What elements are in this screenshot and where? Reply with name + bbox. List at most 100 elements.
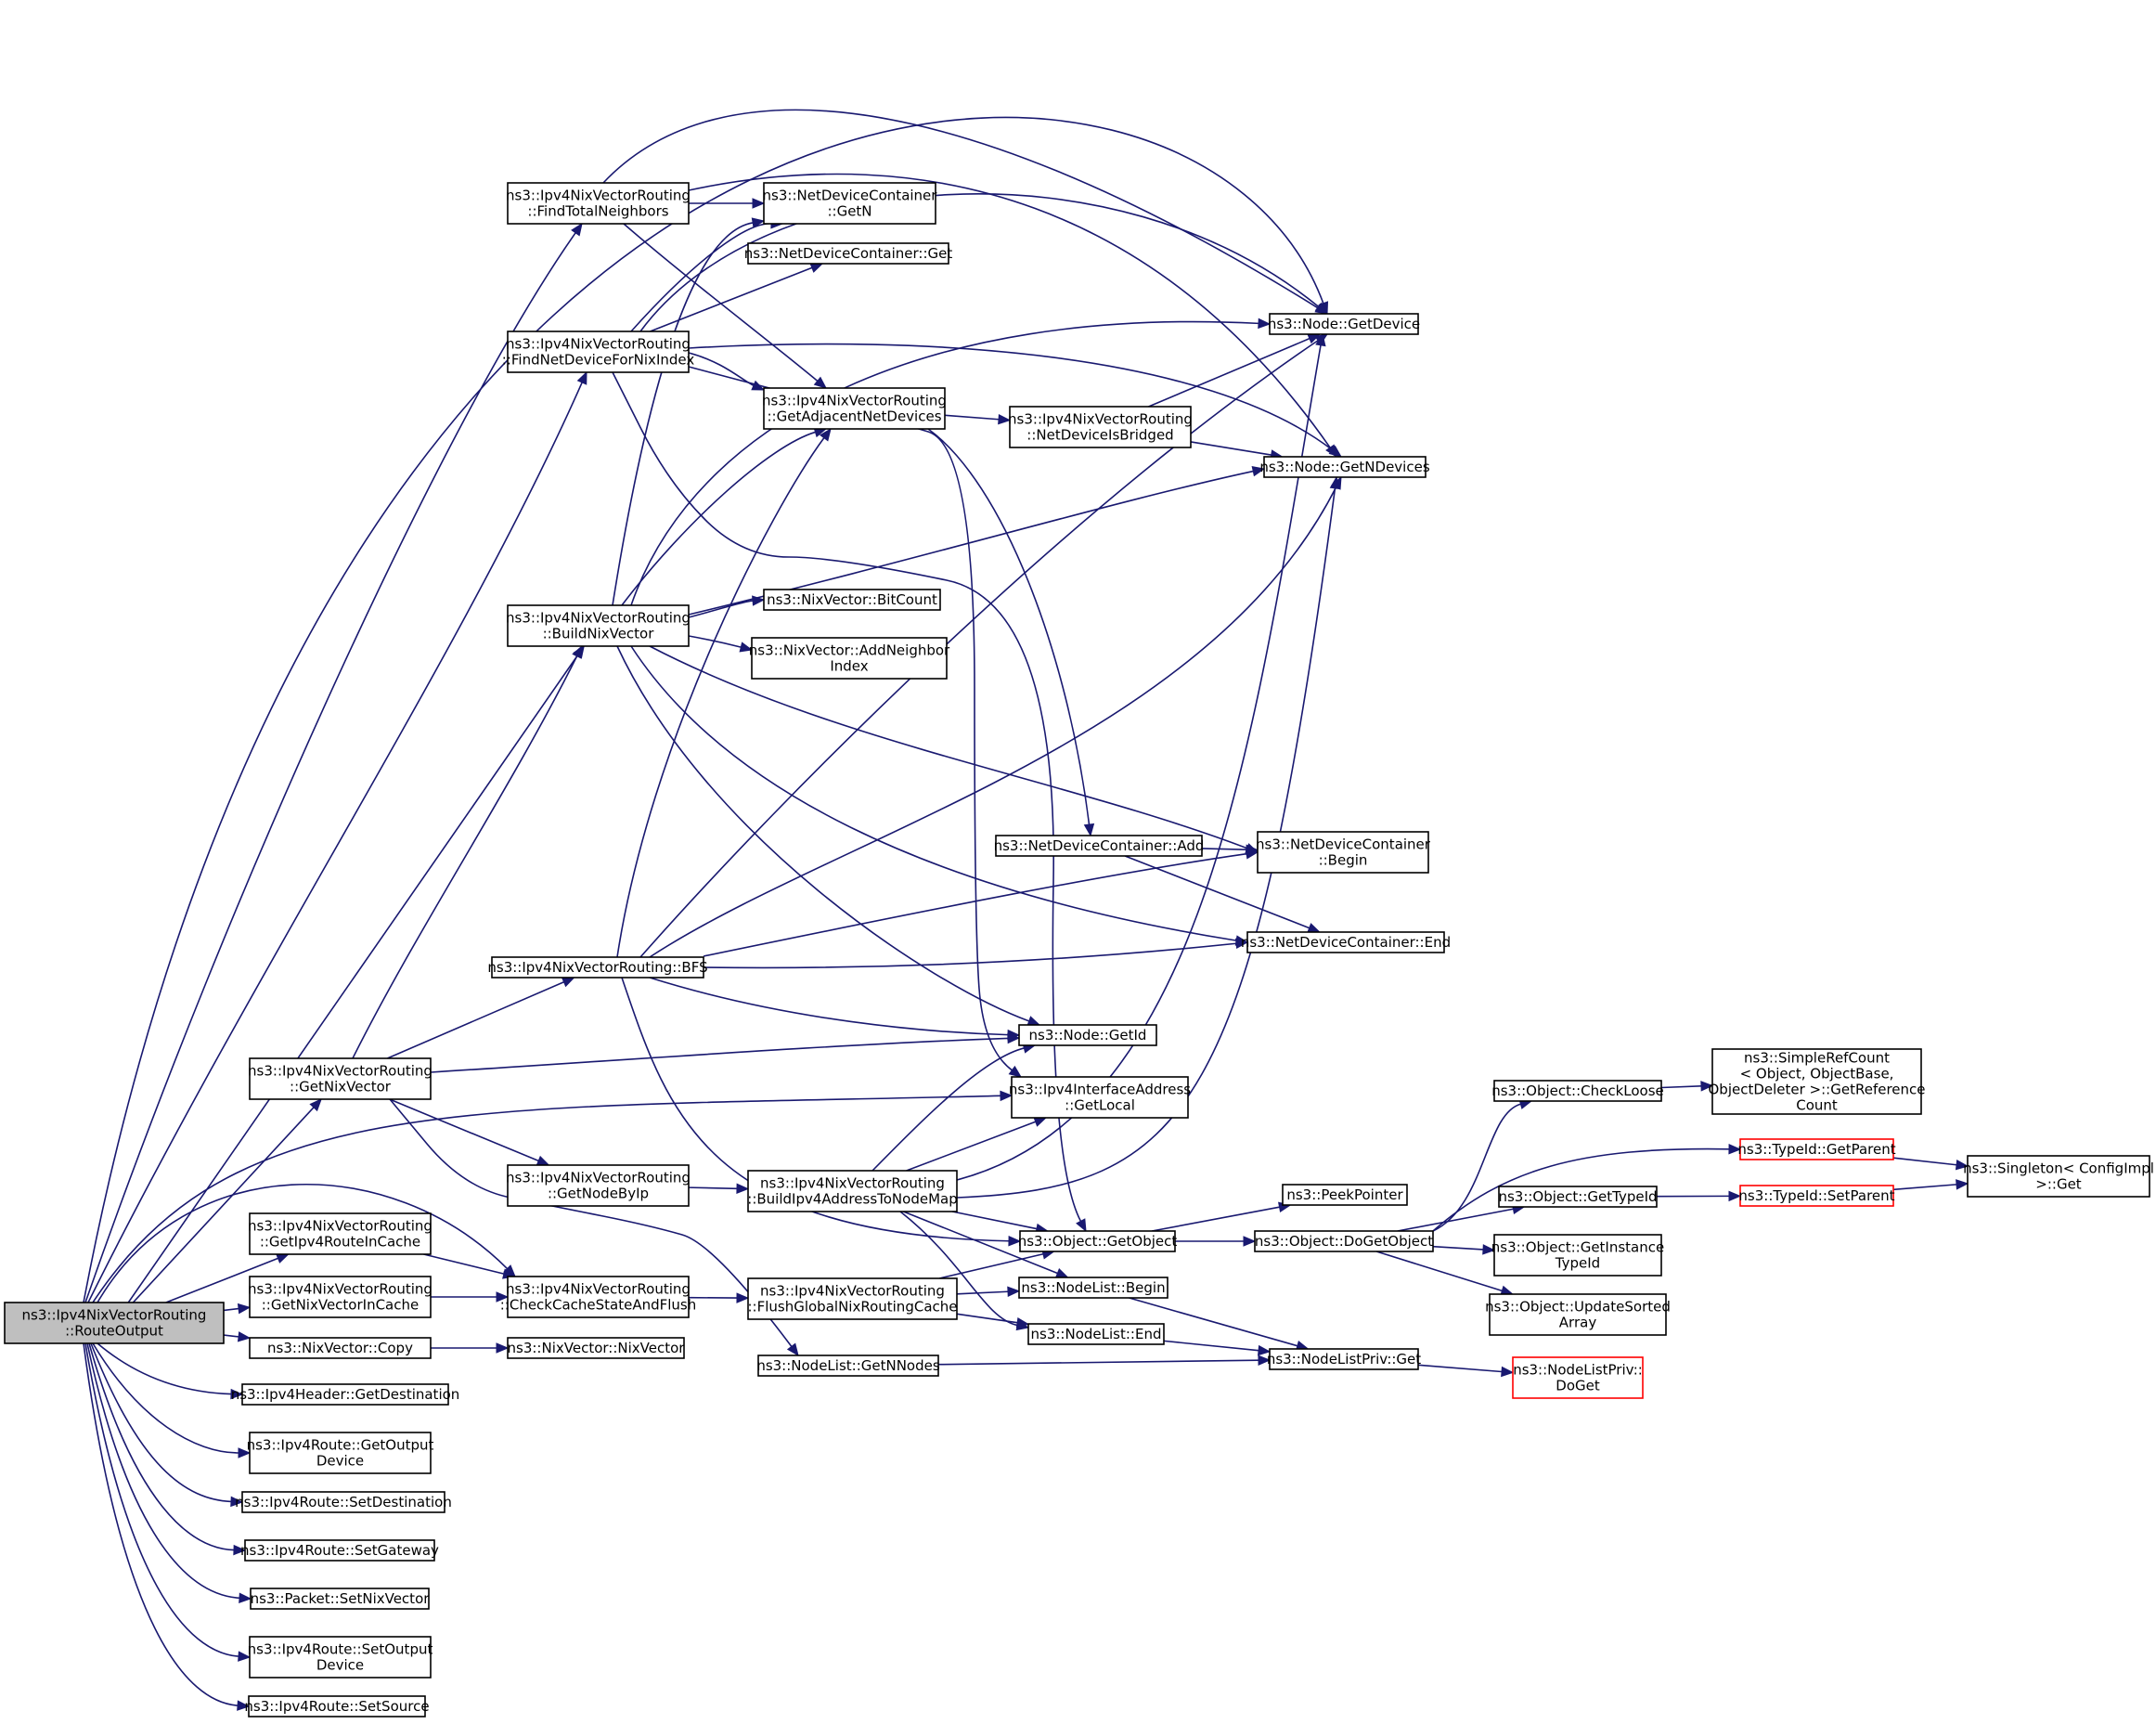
node-label-line: ::RouteOutput bbox=[65, 1323, 163, 1340]
node-label-line: ::Begin bbox=[1319, 852, 1368, 869]
node-find-total-neighbors[interactable]: ns3::Ipv4NixVectorRouting::FindTotalNeig… bbox=[506, 182, 691, 225]
node-route-output[interactable]: ns3::Ipv4NixVectorRouting::RouteOutput bbox=[4, 1302, 225, 1344]
node-label-line: ns3::NodeList::End bbox=[1031, 1326, 1162, 1342]
node-check-cache-state-and-flush[interactable]: ns3::Ipv4NixVectorRouting::CheckCacheSta… bbox=[500, 1276, 697, 1318]
node-label-line: ns3::Ipv4NixVectorRouting bbox=[760, 1283, 945, 1300]
node-label-line: ObjectDeleter >::GetReference bbox=[1708, 1082, 1925, 1098]
node-net-device-is-bridged[interactable]: ns3::Ipv4NixVectorRouting::NetDeviceIsBr… bbox=[1008, 406, 1193, 448]
node-label-line: DoGet bbox=[1556, 1378, 1600, 1394]
node-label-line: ns3::TypeId::SetParent bbox=[1738, 1187, 1894, 1204]
edge-ndc_add-to-ndc_end bbox=[1124, 855, 1322, 933]
node-label-line: ::GetNixVectorInCache bbox=[262, 1297, 419, 1314]
node-box bbox=[1711, 1048, 1922, 1115]
node-build-ipv4-address-to-node-map[interactable]: ns3::Ipv4NixVectorRouting::BuildIpv4Addr… bbox=[747, 1170, 958, 1212]
node-find-net-device-for-nix-index[interactable]: ns3::Ipv4NixVectorRouting::FindNetDevice… bbox=[502, 331, 695, 373]
node-node-get-device[interactable]: ns3::Node::GetDevice bbox=[1268, 313, 1420, 335]
node-get-adjacent-net-devices[interactable]: ns3::Ipv4NixVectorRouting::GetAdjacentNe… bbox=[762, 387, 947, 430]
node-ipv4-header-get-destination[interactable]: ns3::Ipv4Header::GetDestination bbox=[231, 1383, 460, 1406]
node-object-get-object[interactable]: ns3::Object::GetObject bbox=[1018, 1230, 1178, 1252]
node-get-ipv4-route-in-cache[interactable]: ns3::Ipv4NixVectorRouting::GetIpv4RouteI… bbox=[248, 1212, 432, 1255]
node-ipv4-route-set-source[interactable]: ns3::Ipv4Route::SetSource bbox=[244, 1695, 430, 1718]
node-object-do-get-object[interactable]: ns3::Object::DoGetObject bbox=[1254, 1230, 1434, 1252]
node-nix-vector-copy[interactable]: ns3::NixVector::Copy bbox=[249, 1337, 432, 1359]
node-bfs[interactable]: ns3::Ipv4NixVectorRouting::BFS bbox=[487, 956, 708, 979]
node-type-id-get-parent[interactable]: ns3::TypeId::GetParent bbox=[1737, 1138, 1896, 1160]
node-flush-global-nix-routing-cache[interactable]: ns3::Ipv4NixVectorRouting::FlushGlobalNi… bbox=[747, 1277, 958, 1320]
node-nix-vector-bit-count[interactable]: ns3::NixVector::BitCount bbox=[763, 589, 941, 611]
edge-get_nix_vector-to-node_list_get_n_nodes bbox=[389, 1098, 799, 1357]
node-ndc-add[interactable]: ns3::NetDeviceContainer::Add bbox=[994, 835, 1205, 857]
node-type-id-set-parent[interactable]: ns3::TypeId::SetParent bbox=[1738, 1185, 1895, 1207]
edge-type_id_set_parent-to-singleton_config_impl_get bbox=[1892, 1179, 1969, 1191]
edge-build_ipv4_address_to_node_map-to-ipv4_interface_address_get_local bbox=[906, 1117, 1048, 1172]
node-box bbox=[1269, 313, 1419, 335]
node-ndc-begin[interactable]: ns3::NetDeviceContainer::Begin bbox=[1256, 831, 1431, 874]
node-label-line: < Object, ObjectBase, bbox=[1740, 1066, 1894, 1082]
node-peek-pointer[interactable]: ns3::PeekPointer bbox=[1282, 1184, 1408, 1206]
edge-find_total_neighbors-to-ndc_get_n bbox=[689, 198, 766, 209]
node-object-check-loose[interactable]: ns3::Object::CheckLoose bbox=[1491, 1080, 1664, 1102]
node-build-nix-vector[interactable]: ns3::Ipv4NixVectorRouting::BuildNixVecto… bbox=[506, 604, 691, 647]
node-label-line: TypeId bbox=[1555, 1255, 1600, 1272]
node-get-nix-vector-in-cache[interactable]: ns3::Ipv4NixVectorRouting::GetNixVectorI… bbox=[248, 1276, 432, 1318]
edge-object_check_loose-to-simple_ref_count_get_reference_count bbox=[1660, 1081, 1714, 1092]
node-box bbox=[1009, 406, 1192, 448]
edge-get_node_by_ip-to-build_ipv4_address_to_node_map bbox=[688, 1183, 750, 1195]
node-ndc-end[interactable]: ns3::NetDeviceContainer::End bbox=[1241, 931, 1451, 953]
node-node-get-n-devices[interactable]: ns3::Node::GetNDevices bbox=[1259, 456, 1430, 478]
node-label-line: ns3::Node::GetDevice bbox=[1268, 316, 1420, 332]
node-label-line: ns3::Ipv4InterfaceAddress bbox=[1009, 1082, 1191, 1098]
edge-find_net_device_for_nix_index-to-node_get_device bbox=[639, 193, 1329, 332]
edge-node_list_priv_get-to-node_list_priv_do_get bbox=[1417, 1364, 1515, 1378]
node-box bbox=[1257, 831, 1429, 874]
node-node-list-priv-get[interactable]: ns3::NodeListPriv::Get bbox=[1267, 1348, 1421, 1370]
node-node-list-begin[interactable]: ns3::NodeList::Begin bbox=[1018, 1277, 1168, 1299]
node-box bbox=[1011, 1076, 1189, 1119]
node-ipv4-route-set-gateway[interactable]: ns3::Ipv4Route::SetGateway bbox=[240, 1539, 439, 1562]
node-box bbox=[241, 1491, 445, 1513]
edge-route_output-to-ipv4_header_get_destination bbox=[97, 1342, 244, 1400]
node-simple-ref-count-get-reference-count[interactable]: ns3::SimpleRefCount< Object, ObjectBase,… bbox=[1708, 1048, 1926, 1115]
edge-build_nix_vector-to-nix_vector_add_neighbor_index bbox=[688, 635, 754, 653]
node-box bbox=[995, 835, 1203, 857]
edge-bfs-to-ndc_begin bbox=[703, 849, 1259, 957]
node-label-line: ::NetDeviceIsBridged bbox=[1026, 427, 1173, 444]
node-object-get-type-id[interactable]: ns3::Object::GetTypeId bbox=[1498, 1186, 1658, 1208]
node-packet-set-nix-vector[interactable]: ns3::Packet::SetNixVector bbox=[250, 1588, 431, 1610]
node-node-get-id[interactable]: ns3::Node::GetId bbox=[1018, 1024, 1157, 1046]
node-label-line: Device bbox=[316, 1453, 364, 1470]
node-node-list-get-n-nodes[interactable]: ns3::NodeList::GetNNodes bbox=[756, 1355, 940, 1377]
edge-route_output-to-ipv4_route_set_destination bbox=[90, 1342, 244, 1508]
node-box bbox=[1739, 1138, 1894, 1160]
node-get-node-by-ip[interactable]: ns3::Ipv4NixVectorRouting::GetNodeByIp bbox=[506, 1164, 691, 1207]
node-ipv4-interface-address-get-local[interactable]: ns3::Ipv4InterfaceAddress::GetLocal bbox=[1009, 1076, 1191, 1119]
node-box bbox=[747, 1277, 958, 1320]
node-box bbox=[1019, 1230, 1176, 1252]
node-box bbox=[757, 1355, 939, 1377]
node-get-nix-vector[interactable]: ns3::Ipv4NixVectorRouting::GetNixVector bbox=[248, 1057, 432, 1100]
node-box bbox=[747, 242, 949, 265]
node-ndc-get[interactable]: ns3::NetDeviceContainer::Get bbox=[744, 242, 953, 265]
node-node-list-end[interactable]: ns3::NodeList::End bbox=[1027, 1323, 1165, 1345]
node-label-line: ns3::Ipv4NixVectorRouting bbox=[506, 1170, 691, 1186]
node-label-line: >::Get bbox=[2035, 1176, 2082, 1193]
node-nix-vector-ctor[interactable]: ns3::NixVector::NixVector bbox=[507, 1337, 686, 1359]
edge-route_output-to-find_net_device_for_nix_index bbox=[87, 370, 587, 1303]
node-box bbox=[507, 1276, 690, 1318]
node-box bbox=[1967, 1155, 2150, 1198]
edge-object_do_get_object-to-type_id_get_parent bbox=[1432, 1144, 1742, 1232]
node-node-list-priv-do-get[interactable]: ns3::NodeListPriv::DoGet bbox=[1512, 1356, 1644, 1399]
node-box bbox=[244, 1539, 435, 1562]
edge-route_output-to-ipv4_route_set_source bbox=[83, 1342, 251, 1711]
node-ipv4-route-set-destination[interactable]: ns3::Ipv4Route::SetDestination bbox=[235, 1491, 452, 1513]
node-box bbox=[1493, 1080, 1662, 1102]
node-ndc-get-n[interactable]: ns3::NetDeviceContainer::GetN bbox=[763, 182, 938, 225]
edge-get_nix_vector-to-get_node_by_ip bbox=[389, 1098, 550, 1166]
edge-build_ipv4_address_to_node_map-to-node_get_id bbox=[871, 1043, 1037, 1172]
node-singleton-config-impl-get[interactable]: ns3::Singleton< ConfigImpl >::Get bbox=[1963, 1155, 2154, 1198]
